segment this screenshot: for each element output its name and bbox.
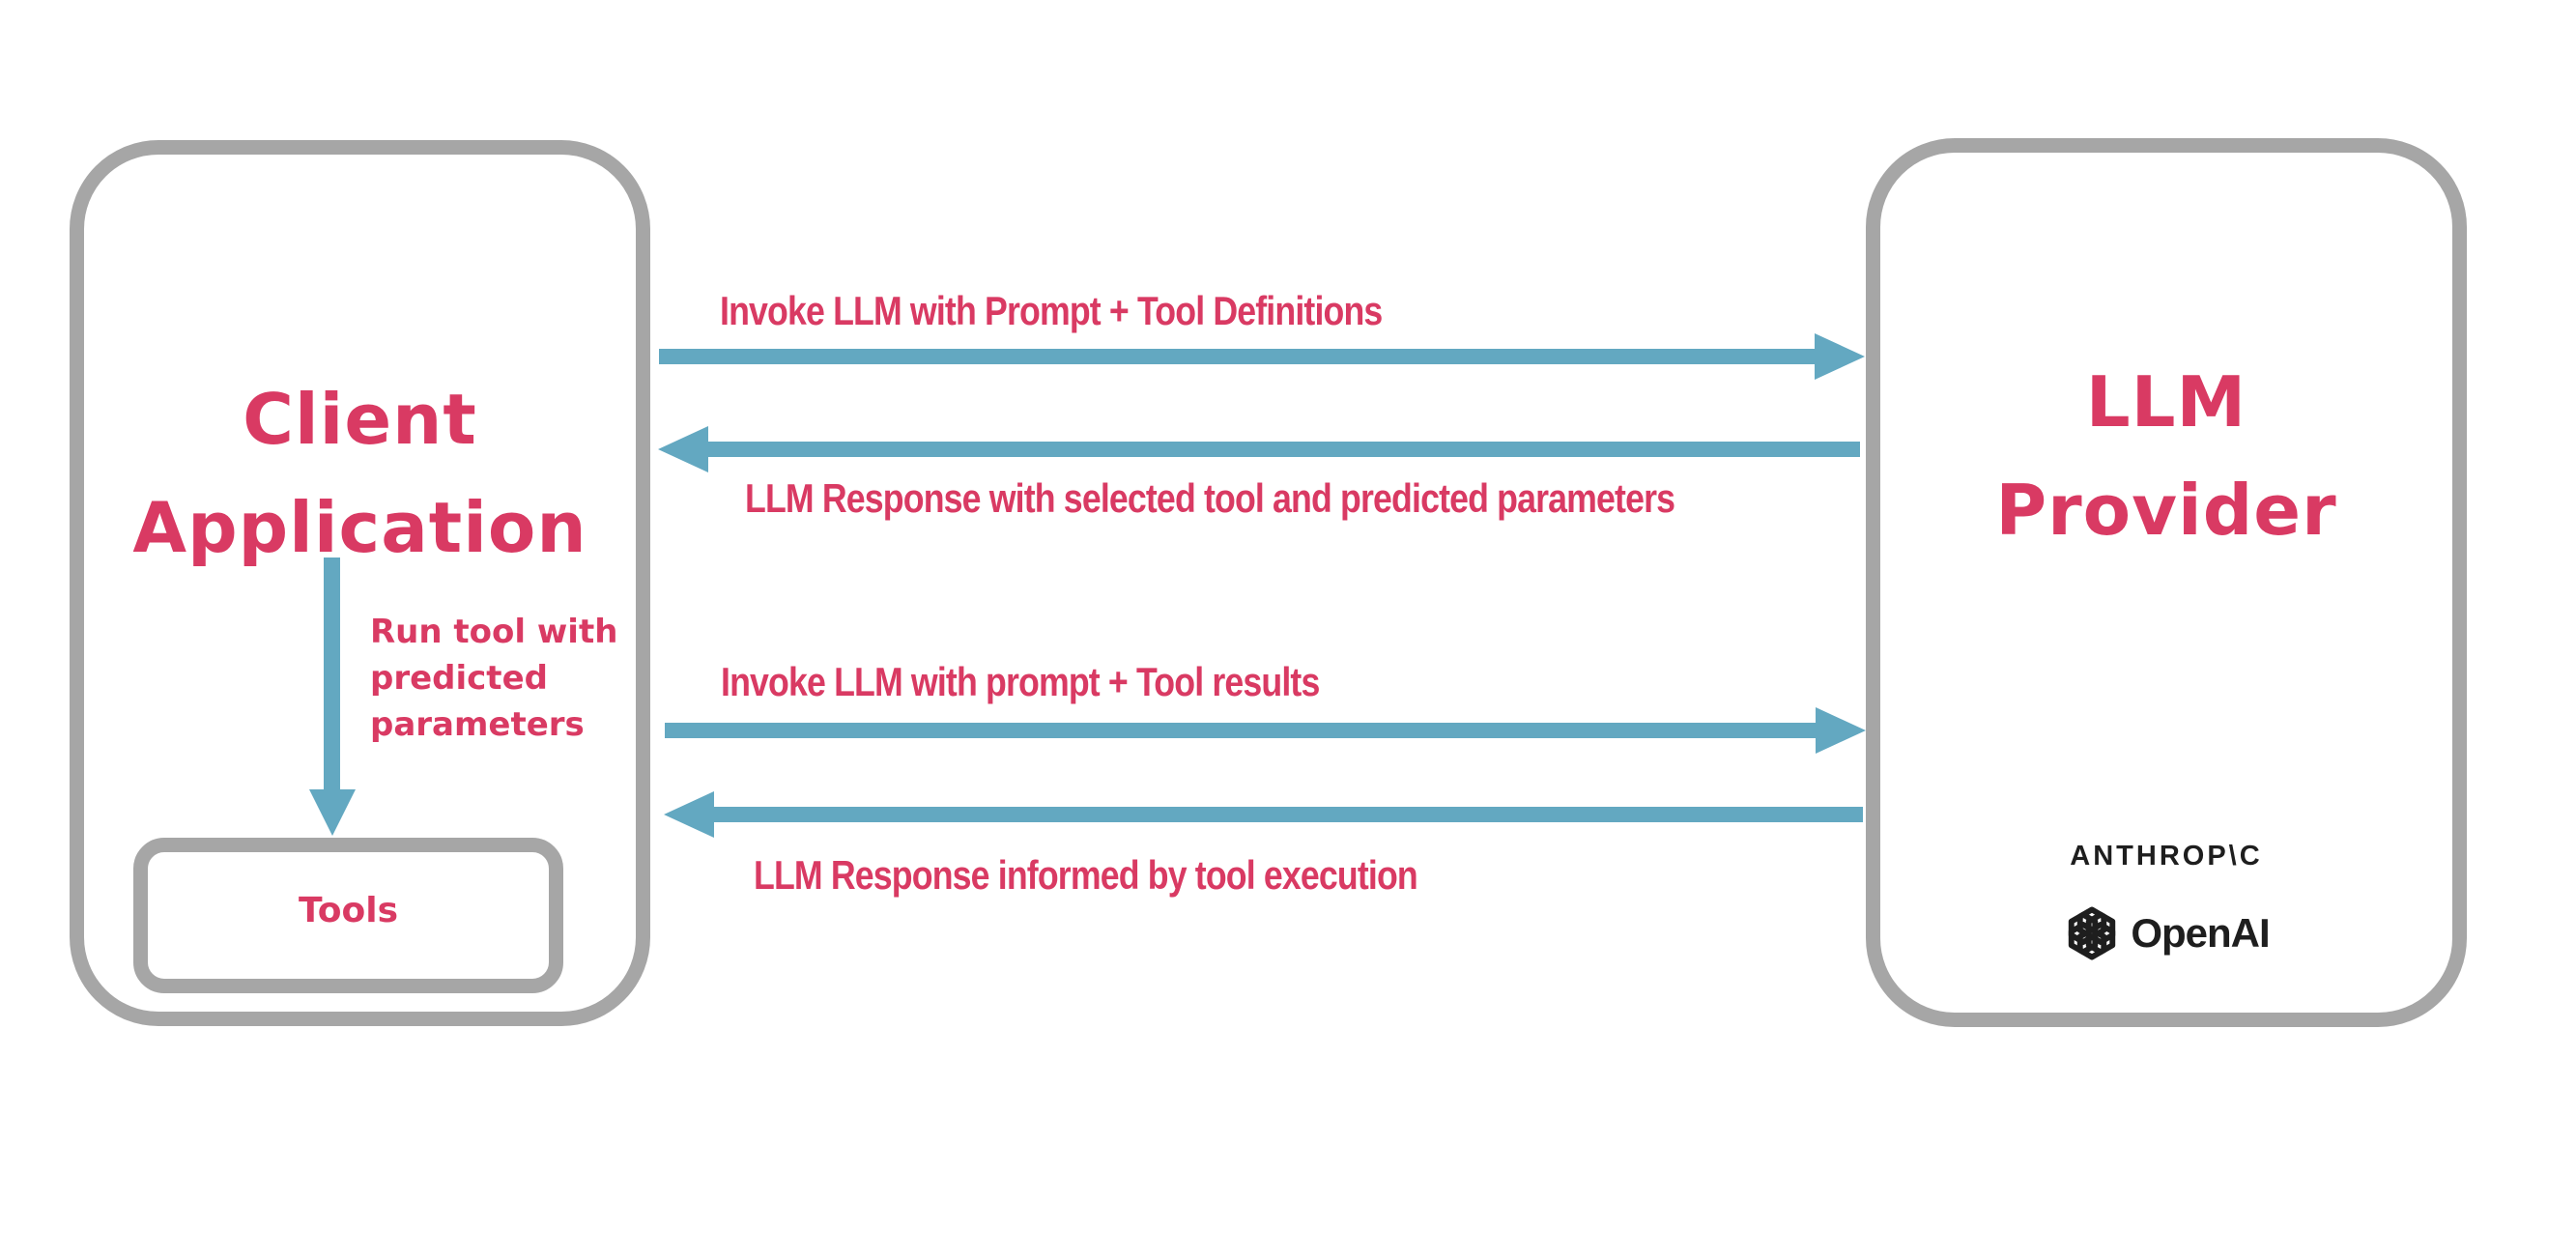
run-tool-arrow-shaft bbox=[324, 558, 340, 789]
arrow-right-icon bbox=[1815, 333, 1865, 380]
flow-4-arrow-shaft bbox=[714, 807, 1863, 822]
flow-1-label: Invoke LLM with Prompt + Tool Definition… bbox=[720, 288, 1383, 333]
llm-provider-title: LLM Provider bbox=[1866, 348, 2467, 564]
arrow-right-icon bbox=[1816, 707, 1866, 754]
flow-4-arrow bbox=[664, 791, 1863, 838]
openai-logo: OpenAI bbox=[1866, 901, 2467, 965]
arrow-left-icon bbox=[658, 426, 708, 472]
tools-box bbox=[133, 838, 563, 993]
provider-title-line1: LLM bbox=[2085, 361, 2247, 443]
arrow-left-icon bbox=[664, 791, 714, 838]
client-title-line2: Application bbox=[132, 487, 587, 568]
tools-label-wrap: Tools bbox=[133, 838, 563, 984]
run-tool-arrow bbox=[308, 558, 356, 836]
flow-3-arrow-shaft bbox=[665, 723, 1816, 738]
run-tool-label: Run tool with predicted parameters bbox=[370, 613, 618, 744]
flow-3-label: Invoke LLM with prompt + Tool results bbox=[721, 659, 1320, 704]
tools-label: Tools bbox=[298, 891, 398, 930]
openai-wordmark: OpenAI bbox=[2131, 910, 2270, 956]
flow-2-arrow bbox=[658, 426, 1860, 472]
anthropic-logo: ANTHROP\C bbox=[2070, 841, 2263, 872]
arrow-down-icon bbox=[308, 789, 356, 836]
openai-icon bbox=[2069, 906, 2116, 960]
flow-1-arrow-shaft bbox=[659, 349, 1815, 364]
flow-4-label: LLM Response informed by tool execution bbox=[754, 852, 1418, 898]
flow-2-arrow-shaft bbox=[708, 442, 1860, 457]
llm-provider-box bbox=[1866, 138, 2467, 1027]
client-application-title: Client Application bbox=[70, 365, 650, 582]
flow-1-arrow bbox=[659, 333, 1865, 380]
provider-title-line2: Provider bbox=[1995, 470, 2337, 551]
flow-2-label: LLM Response with selected tool and pred… bbox=[745, 475, 1675, 521]
client-title-line1: Client bbox=[243, 379, 477, 460]
flow-3-arrow bbox=[665, 707, 1866, 754]
